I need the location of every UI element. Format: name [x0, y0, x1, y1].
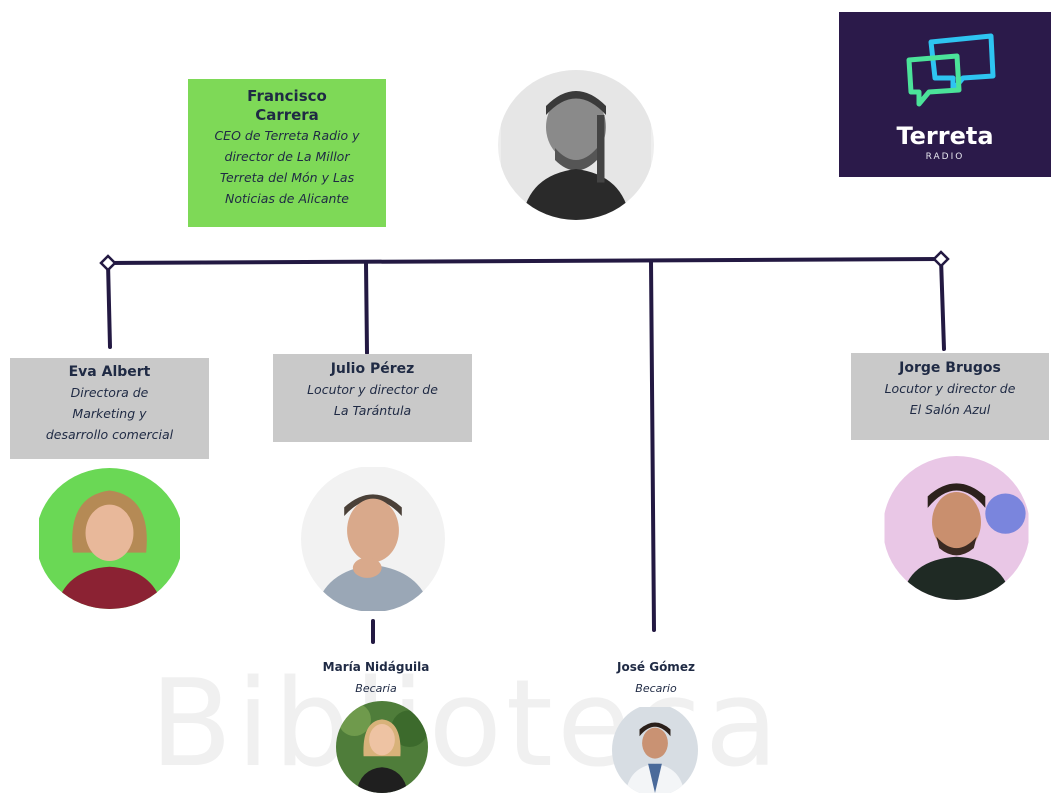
main-horizontal-line [106, 257, 943, 265]
ceo-card: Francisco Carrera CEO de Terreta Radio y… [188, 79, 386, 227]
speech-bubbles-icon [906, 33, 996, 107]
member-photo-julio [301, 466, 445, 612]
line-to-jorge [939, 257, 946, 351]
member-photo-jorge [883, 456, 1030, 600]
member-photo-eva [36, 468, 183, 609]
ceo-role: CEO de Terreta Radio y director de La Mi… [214, 128, 360, 206]
member-name: Julio Pérez [330, 361, 415, 377]
logo-title: Terreta [896, 122, 994, 150]
logo-subtitle: RADIO [925, 152, 965, 162]
diamond-left [99, 254, 117, 272]
portrait-photo-icon [301, 467, 445, 611]
member-role: Locutor y director de La Tarántula [307, 382, 438, 418]
ceo-name: Francisco Carrera [247, 87, 327, 124]
member-role: Locutor y director de El Salón Azul [884, 381, 1016, 417]
intern-role-maria: Becaria [355, 682, 397, 695]
portrait-photo-icon [884, 456, 1029, 600]
portrait-photo-icon [39, 468, 180, 609]
intern-name-jose: José Gómez [617, 660, 695, 674]
portrait-photo-icon [336, 701, 428, 793]
line-to-jose [649, 259, 656, 632]
member-role: Directora de Marketing y desarrollo come… [45, 385, 174, 442]
diamond-right [932, 250, 950, 268]
ceo-photo [498, 70, 654, 220]
portrait-photo-icon [501, 70, 651, 220]
portrait-photo-icon [612, 707, 698, 793]
line-to-julio [364, 261, 369, 355]
member-card-eva: Eva Albert Directora de Marketing y desa… [10, 358, 209, 459]
intern-photo-maria [336, 701, 428, 793]
terreta-radio-logo: Terreta RADIO [839, 12, 1051, 177]
member-name: Eva Albert [68, 364, 151, 380]
member-name: Jorge Brugos [899, 360, 1001, 376]
member-card-julio: Julio Pérez Locutor y director de La Tar… [273, 354, 472, 442]
intern-name-maria: María Nidáguila [322, 660, 430, 674]
intern-photo-jose [612, 704, 698, 796]
intern-role-jose: Becario [635, 682, 677, 695]
line-to-eva [106, 261, 112, 349]
member-card-jorge: Jorge Brugos Locutor y director de El Sa… [851, 353, 1049, 440]
